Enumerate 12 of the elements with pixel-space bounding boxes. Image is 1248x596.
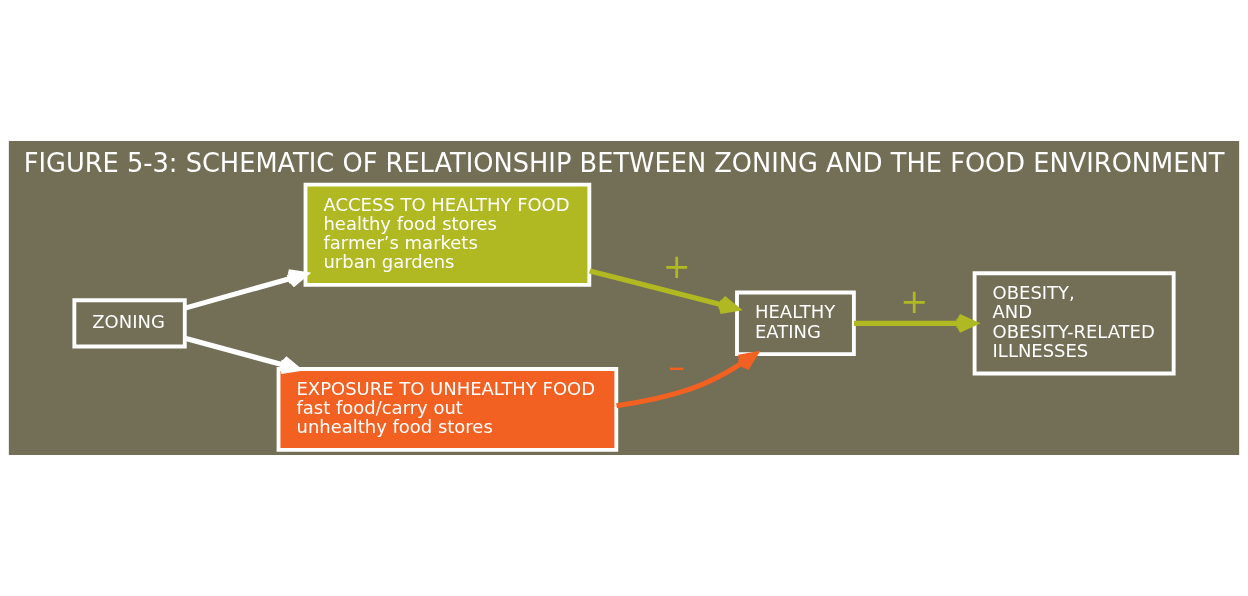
node-box: OBESITY, AND OBESITY-RELATED ILLNESSES: [972, 271, 1176, 376]
edge-label: +: [662, 247, 691, 287]
node-box: EXPOSURE TO UNHEALTHY FOOD fast food/carry out unhealthy food stores: [276, 367, 619, 452]
arrow: [589, 268, 740, 315]
edge-label: +: [900, 281, 929, 321]
node-box: ZONING: [72, 298, 187, 349]
node-box: HEALTHY EATING: [735, 290, 856, 357]
edge-label: –: [668, 347, 685, 387]
arrow: [184, 335, 301, 375]
arrow: [616, 351, 758, 409]
node-box: ACCESS TO HEALTHY FOOD healthy food stores farmer’s markets urban gardens: [303, 182, 592, 287]
diagram-title: FIGURE 5-3: SCHEMATIC OF RELATIONSHIP BETWEEN ZONING AND THE FOOD ENVIRONMENT: [23, 147, 1225, 178]
